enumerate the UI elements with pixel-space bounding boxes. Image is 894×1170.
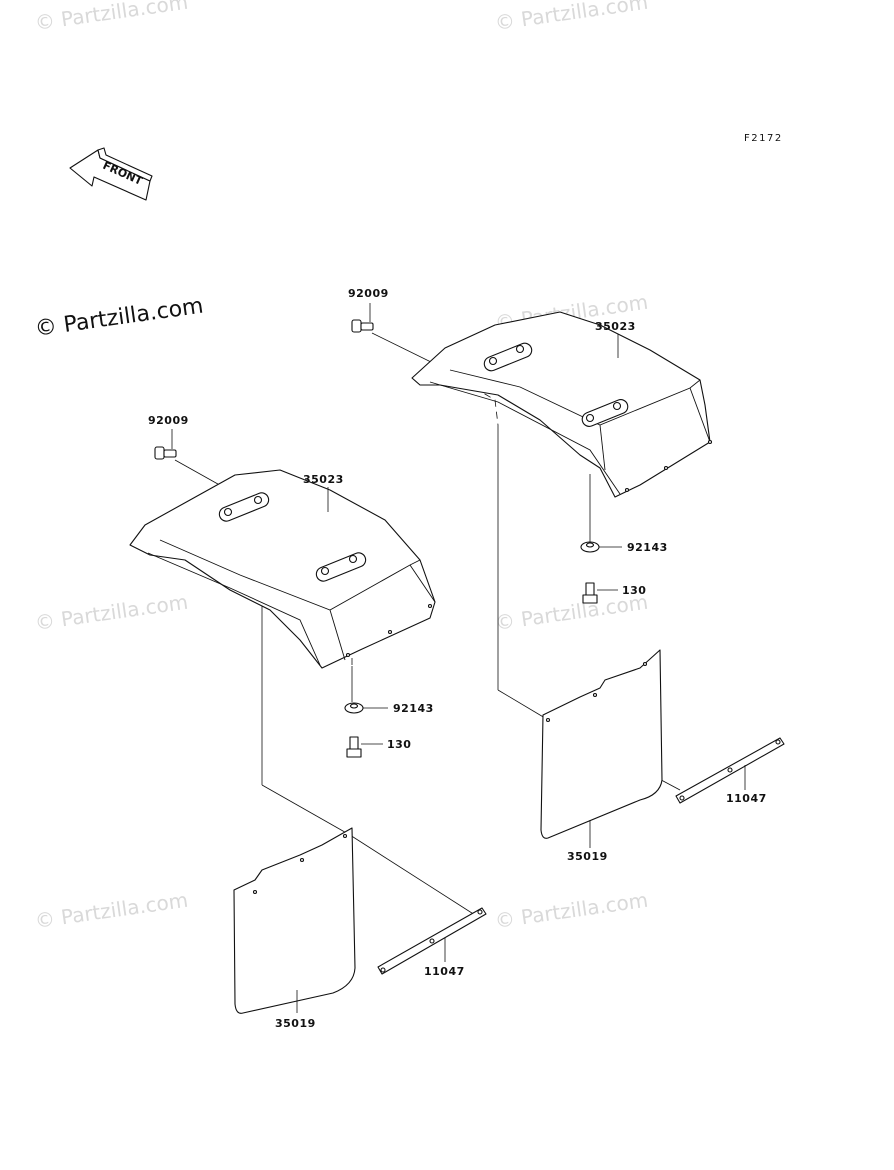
seat-cover-left — [129, 469, 436, 669]
label-mudflap: 35019 — [567, 850, 608, 863]
assembly-right: 92009 35023 92143 130 35019 11047 — [348, 287, 785, 863]
bracket-right — [675, 737, 785, 804]
watermark: © Partzilla.com — [493, 0, 649, 35]
seat-cover-right — [411, 311, 713, 498]
watermark: © Partzilla.com — [33, 590, 189, 635]
bolt-icon — [582, 582, 598, 604]
watermark: © Partzilla.com — [493, 888, 649, 933]
washer-icon — [344, 702, 364, 714]
label-bolt-small: 130 — [622, 584, 646, 597]
label-bolt: 92009 — [148, 414, 189, 427]
watermark: © Partzilla.com — [33, 888, 189, 933]
label-cover: 35023 — [595, 320, 636, 333]
label-mudflap: 35019 — [275, 1017, 316, 1030]
label-cover: 35023 — [303, 473, 344, 486]
bracket-left — [377, 907, 487, 975]
label-bolt-small: 130 — [387, 738, 411, 751]
label-washer: 92143 — [627, 541, 668, 554]
diagram-ref-code: F2172 — [744, 133, 783, 144]
mudflap-right — [540, 649, 663, 839]
washer-icon — [580, 541, 600, 553]
label-bolt: 92009 — [348, 287, 389, 300]
watermark-main: © Partzilla.com — [33, 294, 205, 342]
bolt-icon — [351, 319, 374, 333]
label-bracket: 11047 — [726, 792, 767, 805]
bolt-icon — [346, 736, 362, 758]
watermark: © Partzilla.com — [33, 0, 189, 35]
label-washer: 92143 — [393, 702, 434, 715]
label-bracket: 11047 — [424, 965, 465, 978]
bolt-icon — [154, 446, 177, 460]
front-arrow-icon: FRONT — [69, 147, 153, 201]
mudflap-left — [233, 827, 356, 1014]
assembly-left: 92009 35023 92143 130 35019 11047 — [129, 414, 487, 1030]
